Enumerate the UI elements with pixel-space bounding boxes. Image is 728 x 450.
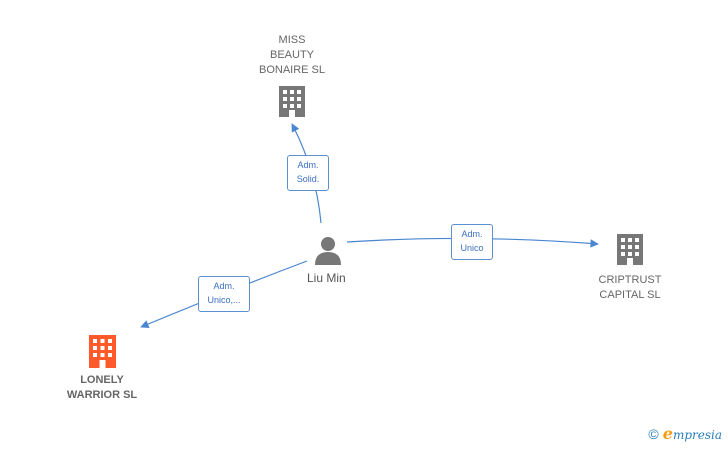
edge-label-line: Adm.: [461, 229, 483, 239]
person-label[interactable]: Liu Min: [307, 271, 346, 285]
edge-label-line: Solid.: [296, 174, 320, 184]
company-label-miss-beauty[interactable]: MISS BEAUTY BONAIRE SL: [250, 33, 334, 78]
edge-label-line: Unico,...: [207, 295, 241, 305]
edge-label-line: Adm.: [213, 281, 235, 291]
edge-label-adm-unico-more: Adm. Unico,...: [198, 276, 250, 312]
copyright-icon: ©: [648, 426, 659, 442]
label-line: CAPITAL SL: [599, 289, 661, 301]
label-line: WARRIOR SL: [66, 389, 138, 401]
brand-logo-name: mpresia: [672, 428, 722, 442]
label-line: MISS: [278, 34, 306, 46]
label-line: LONELY: [80, 374, 124, 386]
label-line: BEAUTY: [269, 49, 314, 61]
company-label-lonely-warrior[interactable]: LONELY WARRIOR SL: [55, 373, 149, 403]
brand-watermark: © empresia: [648, 424, 722, 444]
edge-label-line: Adm.: [297, 160, 319, 170]
edge-label-line: Unico: [460, 243, 484, 253]
person-icon: [315, 237, 341, 265]
brand-logo-e: e: [662, 424, 673, 443]
edge-label-adm-solid: Adm. Solid.: [287, 155, 329, 191]
building-icon: [279, 86, 305, 117]
building-icon: [89, 335, 116, 368]
building-icon: [617, 234, 643, 265]
label-line: CRIPTRUST: [598, 274, 662, 286]
brand-logo: empresia: [663, 424, 722, 444]
company-label-criptrust[interactable]: CRIPTRUST CAPITAL SL: [588, 273, 672, 303]
edge-label-adm-unico: Adm. Unico: [451, 224, 493, 260]
label-line: BONAIRE SL: [258, 64, 326, 76]
